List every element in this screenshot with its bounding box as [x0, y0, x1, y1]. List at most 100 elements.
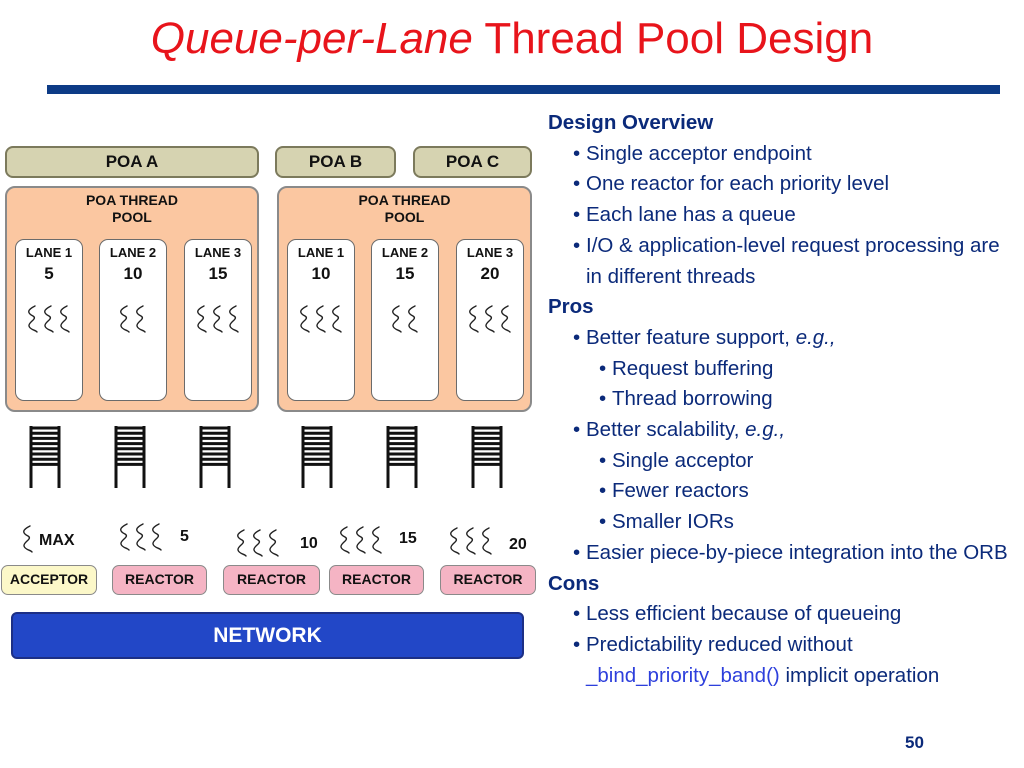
pool-title-line2: POOL — [112, 209, 152, 225]
reactor-box: REACTOR — [112, 565, 207, 595]
thread-icon — [120, 305, 130, 333]
thread-icon — [136, 523, 146, 551]
queue-ladder-icon — [386, 426, 418, 488]
design-heading: Design Overview — [548, 111, 714, 134]
acceptor-box: ACCEPTOR — [1, 565, 97, 595]
reactor-box: REACTOR — [440, 565, 536, 595]
bullet-text: Predictability reduced without — [586, 632, 853, 656]
queue-icon — [198, 425, 232, 494]
lane-label: LANE 1 — [297, 245, 345, 260]
queue-ladder-icon — [29, 426, 61, 488]
thread-group — [337, 525, 399, 555]
lane-priority: 15 — [395, 264, 415, 283]
lane-label: LANE 3 — [194, 245, 242, 260]
lane-priority: 10 — [311, 264, 331, 283]
bullet-text: implicit operation — [785, 663, 940, 687]
sub-bullet: Thread borrowing — [548, 384, 1018, 415]
lane-label: LANE 2 — [381, 245, 429, 260]
reactor-priority: 5 — [180, 528, 189, 545]
sub-bullet: Single acceptor — [548, 446, 1018, 477]
lane: LANE 3 15 — [184, 239, 252, 401]
thread-icon — [316, 305, 326, 333]
bullet: Less efficient because of queueing — [548, 599, 1018, 630]
thread-icon — [197, 305, 207, 333]
title-rule — [47, 85, 1000, 94]
reactor-box: REACTOR — [223, 565, 320, 595]
thread-icon — [469, 305, 479, 333]
thread-icon — [340, 526, 350, 554]
sub-bullet: Request buffering — [548, 354, 1018, 385]
bullet: Each lane has a queue — [548, 200, 1018, 231]
thread-group — [457, 304, 523, 339]
title-italic: Queue-per-Lane — [150, 14, 473, 63]
reactor-priority: 20 — [509, 536, 527, 553]
thread-group — [20, 524, 40, 554]
queue-icon — [113, 425, 147, 494]
bullet: Easier piece-by-piece integration into t… — [548, 538, 1018, 569]
queue-ladder-icon — [471, 426, 503, 488]
queue-ladder-icon — [301, 426, 333, 488]
bullet-eg: e.g., — [795, 325, 836, 349]
thread-icon — [269, 529, 279, 557]
bullet-text: Better scalability, — [586, 418, 740, 442]
thread-icon — [332, 305, 342, 333]
lane: LANE 2 10 — [99, 239, 167, 401]
acceptor-thread-label: MAX — [39, 532, 75, 549]
thread-icon — [450, 527, 460, 555]
thread-group — [185, 304, 251, 339]
pool-title-line1: POA THREAD — [85, 192, 179, 208]
lane-priority: 20 — [480, 264, 500, 283]
thread-icon — [372, 526, 382, 554]
thread-icon — [300, 305, 310, 333]
thread-icon — [485, 305, 495, 333]
lane: LANE 1 5 — [15, 239, 83, 401]
queue-icon — [300, 425, 334, 494]
reactor-box: REACTOR — [329, 565, 424, 595]
outline-text: Design Overview Single acceptor endpoint… — [548, 108, 1018, 691]
lane: LANE 2 15 — [371, 239, 439, 401]
bullet-eg: e.g., — [745, 418, 786, 442]
page-number: 50 — [905, 733, 924, 752]
lane-priority: 5 — [44, 264, 54, 283]
pros-heading: Pros — [548, 295, 594, 319]
thread-icon — [392, 305, 402, 333]
lane-priority: 15 — [208, 264, 228, 283]
queue-icon — [28, 425, 62, 494]
slide-title: Queue-per-Lane Thread Pool Design — [0, 14, 1024, 65]
thread-group — [447, 526, 509, 556]
thread-icon — [136, 305, 146, 333]
thread-icon — [44, 305, 54, 333]
lane-label: LANE 2 — [109, 245, 157, 260]
queue-ladder-icon — [199, 426, 231, 488]
thread-icon — [28, 305, 38, 333]
thread-group — [234, 528, 296, 558]
queue-icon — [385, 425, 419, 494]
thread-group — [372, 304, 438, 339]
pool-title-line1: POA THREAD — [358, 192, 451, 208]
thread-icon — [229, 305, 239, 333]
poa-a-tab: POA A — [5, 146, 259, 178]
bullet: Better feature support, e.g., — [548, 323, 1018, 354]
thread-group — [100, 304, 166, 339]
pool-title: POA THREAD POOL — [279, 192, 530, 226]
thread-icon — [408, 305, 418, 333]
thread-icon — [120, 523, 130, 551]
lane: LANE 1 10 — [287, 239, 355, 401]
sub-bullet: Smaller IORs — [548, 507, 1018, 538]
pool-title: POA THREAD POOL — [7, 192, 257, 226]
reactor-priority: 10 — [300, 535, 318, 552]
title-rest: Thread Pool Design — [484, 14, 874, 63]
poa-b-tab: POA B — [275, 146, 396, 178]
thread-group — [288, 304, 354, 339]
bullet-text: Better feature support, — [586, 325, 790, 349]
bullet: One reactor for each priority level — [548, 169, 1018, 200]
thread-group — [16, 304, 82, 339]
thread-icon — [23, 525, 33, 553]
thread-group — [117, 522, 179, 552]
reactor-priority: 15 — [399, 530, 417, 547]
bullet: Predictability reduced without _bind_pri… — [548, 630, 1018, 691]
queue-ladder-icon — [114, 426, 146, 488]
lane-priority: 10 — [123, 264, 143, 283]
thread-icon — [356, 526, 366, 554]
thread-icon — [501, 305, 511, 333]
